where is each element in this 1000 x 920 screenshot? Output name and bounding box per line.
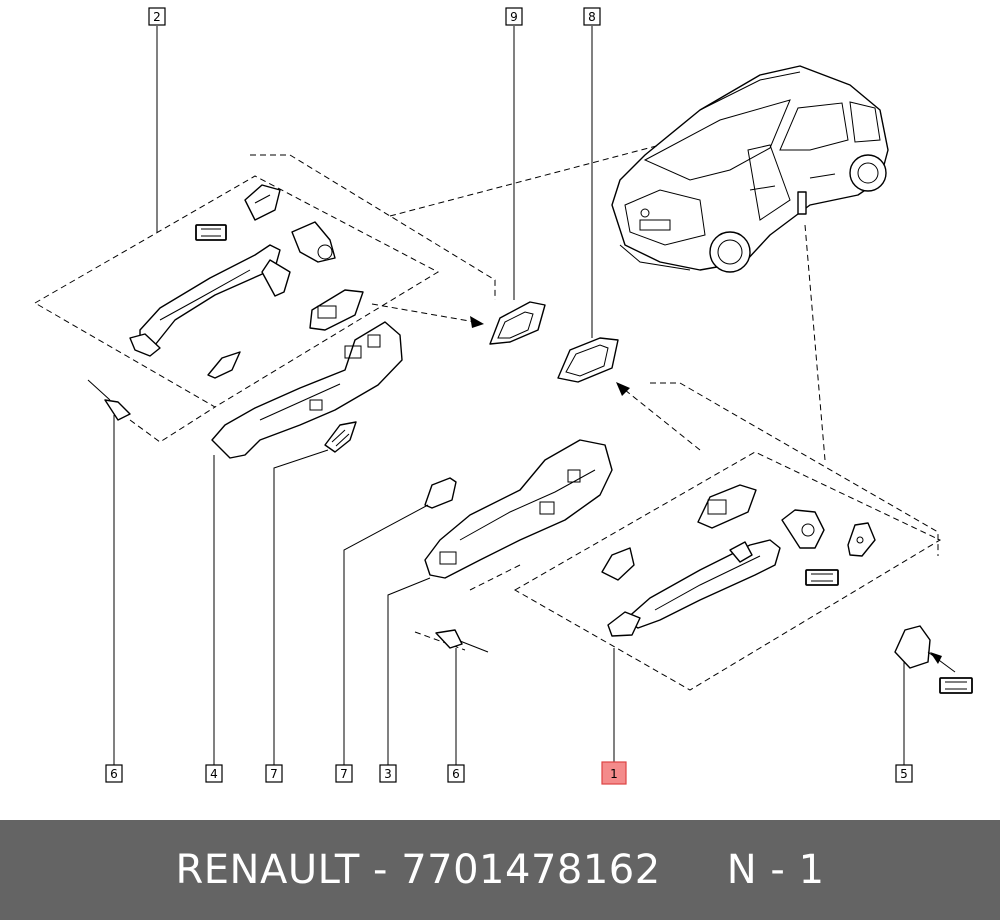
- callout-5: 5: [895, 764, 913, 783]
- callout-9: 9: [505, 7, 523, 26]
- svg-text:4: 4: [210, 767, 218, 781]
- footer-caption: RENAULT - 7701478162 N - 1: [175, 847, 824, 893]
- part-number: 7701478162: [401, 847, 661, 893]
- callout-8: 8: [583, 7, 601, 26]
- footer-bar: RENAULT - 7701478162 N - 1: [0, 820, 1000, 920]
- svg-text:7: 7: [270, 767, 278, 781]
- svg-text:5: 5: [900, 767, 908, 781]
- car-illustration: [611, 65, 889, 273]
- svg-text:6: 6: [110, 767, 118, 781]
- front-handle-parts: [87, 184, 403, 459]
- svg-text:1: 1: [610, 767, 618, 781]
- parts-diagram: 2 9 8 6 4 7 7 3 6 1 5: [34, 7, 973, 785]
- exploded-view-boundaries: [34, 144, 942, 691]
- callout-4: 4: [205, 764, 223, 783]
- callout-7-left: 7: [265, 764, 283, 783]
- callout-1-highlighted[interactable]: 1: [601, 761, 627, 785]
- leader-lines: [113, 26, 905, 765]
- svg-text:6: 6: [452, 767, 460, 781]
- svg-text:2: 2: [153, 10, 161, 24]
- callout-6-left: 6: [105, 764, 123, 783]
- svg-text:9: 9: [510, 10, 518, 24]
- callout-3: 3: [379, 764, 397, 783]
- brand-name: RENAULT: [175, 847, 360, 893]
- page-label: N - 1: [726, 847, 825, 893]
- svg-text:8: 8: [588, 10, 596, 24]
- svg-text:7: 7: [340, 767, 348, 781]
- separator: -: [359, 847, 402, 893]
- part-5-cap: [894, 625, 973, 694]
- callout-6-right: 6: [447, 764, 465, 783]
- callout-2: 2: [148, 7, 166, 26]
- callout-7-right: 7: [335, 764, 353, 783]
- svg-text:3: 3: [384, 767, 392, 781]
- gasket-parts: [489, 301, 619, 383]
- rear-handle-parts: [424, 439, 876, 653]
